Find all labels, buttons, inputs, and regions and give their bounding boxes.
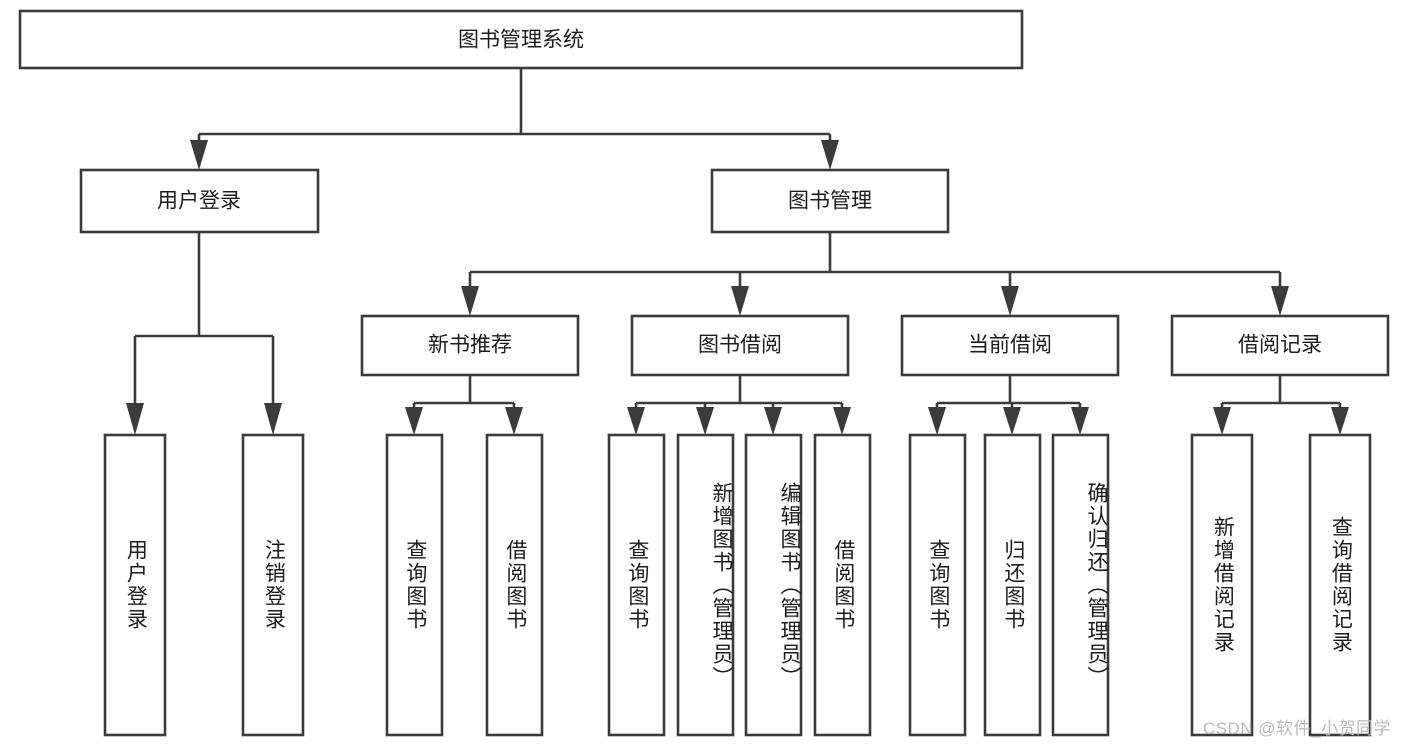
node-label-new-book-recommend: 新书推荐 — [428, 334, 512, 357]
node-box-current-borrow[interactable] — [900, 314, 1120, 377]
leaf-box-nbr-borrow-book[interactable] — [485, 433, 544, 737]
arrow-cb-leaf-3 — [1071, 407, 1089, 435]
arrow-to-current-borrow — [1001, 286, 1019, 316]
node-label-root: 图书管理系统 — [458, 29, 584, 52]
node-box-borrow-record[interactable] — [1170, 314, 1390, 377]
arrow-cb-leaf-2 — [1003, 407, 1021, 435]
node-borrow-record[interactable]: 借阅记录 — [1170, 314, 1390, 377]
connector-group-root — [190, 68, 839, 170]
arrow-bb-leaf-3 — [764, 407, 782, 435]
node-new-book-recommend[interactable]: 新书推荐 — [360, 314, 580, 377]
leaf-box-bb-query-book[interactable] — [607, 433, 666, 737]
node-box-new-book-recommend[interactable] — [360, 314, 580, 377]
node-user-login[interactable]: 用户登录 — [79, 168, 320, 234]
leaf-box-nbr-query-book[interactable] — [385, 433, 444, 737]
leaf-box-user-login[interactable] — [103, 433, 167, 737]
connector-group-book-manage — [461, 232, 1289, 316]
connector-group-user-login — [126, 232, 282, 435]
arrow-user-leaf-1 — [126, 403, 144, 435]
arrow-bb-leaf-2 — [696, 407, 714, 435]
node-box-user-login[interactable] — [79, 168, 320, 234]
leaf-box-br-query-record[interactable] — [1308, 433, 1372, 737]
connector-group-borrow-record — [1213, 375, 1349, 435]
csdn-watermark: CSDN @软件_小贺同学 — [1202, 719, 1391, 738]
leaf-box-bb-add-book[interactable] — [676, 433, 735, 737]
arrow-to-book-borrow — [731, 286, 749, 316]
connector-group-book-borrow — [627, 375, 851, 435]
connector-group-new-book-rec — [405, 375, 523, 435]
connector-group-current-borrow — [928, 375, 1089, 435]
node-label-user-login: 用户登录 — [157, 190, 241, 213]
arrow-to-new-book-rec — [461, 286, 479, 316]
node-current-borrow[interactable]: 当前借阅 — [900, 314, 1120, 377]
arrow-to-book-manage — [821, 140, 839, 170]
arrow-br-leaf-1 — [1213, 407, 1231, 435]
node-label-book-management: 图书管理 — [788, 190, 872, 213]
arrow-user-leaf-2 — [264, 403, 282, 435]
arrow-to-user-login — [190, 140, 208, 170]
arrow-br-leaf-2 — [1331, 407, 1349, 435]
node-label-borrow-record: 借阅记录 — [1238, 334, 1322, 357]
arrow-bb-leaf-1 — [627, 407, 645, 435]
node-book-borrow[interactable]: 图书借阅 — [630, 314, 850, 377]
leaf-box-bb-borrow-book[interactable] — [813, 433, 872, 737]
leaf-box-br-add-record[interactable] — [1190, 433, 1254, 737]
leaf-box-cb-return-book[interactable] — [983, 433, 1042, 737]
node-label-current-borrow: 当前借阅 — [968, 334, 1052, 357]
node-box-book-management[interactable] — [710, 168, 950, 234]
leaf-box-cb-confirm-return[interactable] — [1051, 433, 1110, 737]
leaf-box-bb-edit-book[interactable] — [744, 433, 803, 737]
leaf-box-cb-query-book[interactable] — [908, 433, 967, 737]
node-book-management[interactable]: 图书管理 — [710, 168, 950, 234]
node-box-book-borrow[interactable] — [630, 314, 850, 377]
node-label-book-borrow: 图书借阅 — [698, 334, 782, 357]
arrow-nbr-leaf-2 — [505, 407, 523, 435]
arrow-bb-leaf-4 — [833, 407, 851, 435]
node-root-system[interactable]: 图书管理系统 — [18, 9, 1024, 70]
node-box-root[interactable] — [18, 9, 1024, 70]
arrow-to-borrow-record — [1271, 286, 1289, 316]
arrow-cb-leaf-1 — [928, 407, 946, 435]
leaf-box-logout[interactable] — [241, 433, 305, 737]
arrow-nbr-leaf-1 — [405, 407, 423, 435]
